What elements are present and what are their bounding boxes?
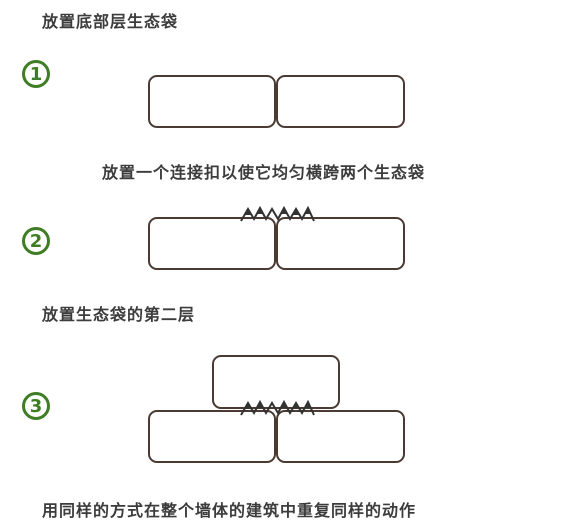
bag-bottom-left [148, 217, 276, 270]
step-2-number: 2 [22, 227, 50, 255]
step-3-number: 3 [22, 392, 50, 420]
bag-bottom-right [276, 75, 405, 128]
step-2-caption: 放置一个连接扣以使它均匀横跨两个生态袋 [102, 163, 426, 182]
connector-clip [240, 205, 315, 222]
bag-bottom-left [148, 410, 276, 463]
step-1-caption: 放置底部层生态袋 [42, 12, 179, 31]
step-1-number: 1 [22, 60, 50, 88]
connector-clip [240, 399, 315, 416]
final-caption: 用同样的方式在整个墙体的建筑中重复同样的动作 [42, 501, 417, 520]
step-3-caption: 放置生态袋的第二层 [42, 305, 196, 324]
bag-bottom-left [148, 75, 276, 128]
bag-bottom-right [276, 410, 405, 463]
bag-bottom-right [276, 217, 405, 270]
